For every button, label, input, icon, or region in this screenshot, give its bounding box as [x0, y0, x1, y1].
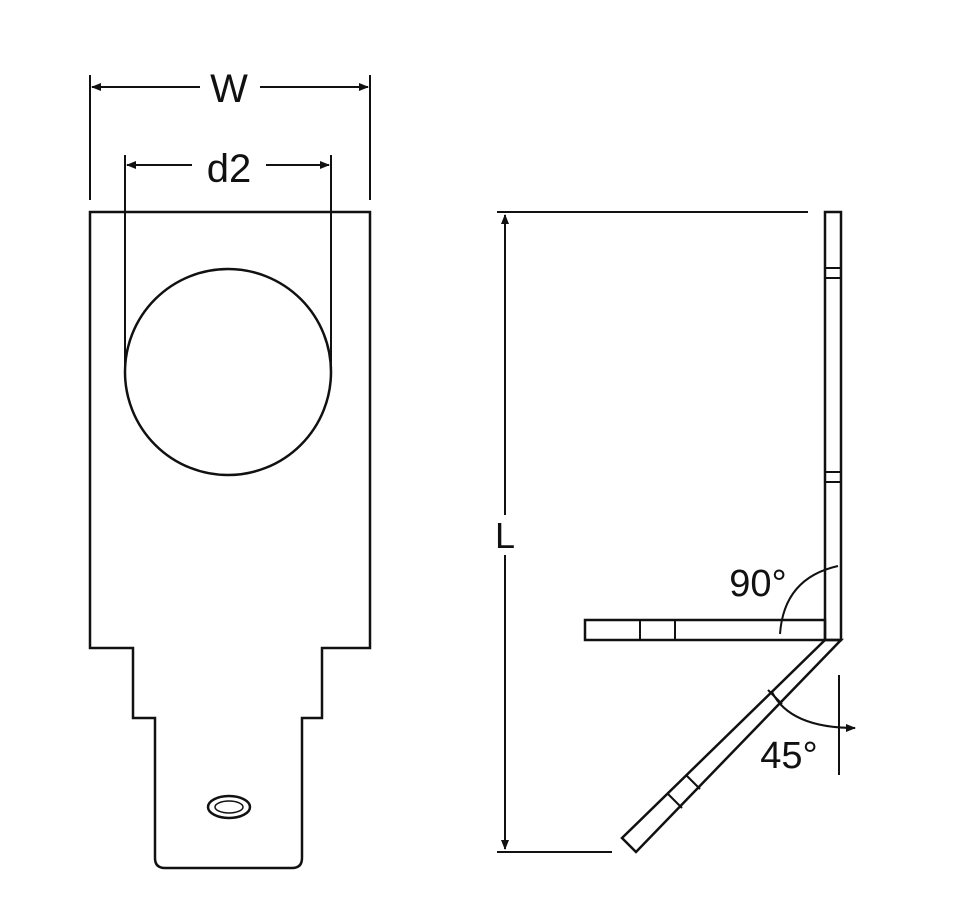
length-dimension: [497, 211, 808, 853]
right-angle-label: 90°: [729, 563, 786, 605]
front-view-outline: [88, 210, 372, 870]
right-angle-arc: [779, 565, 839, 635]
bend-angle-dimension: [771, 675, 856, 775]
tab-hole: [206, 794, 252, 820]
side-horizontal-strip: [583, 618, 827, 642]
side-view: [497, 210, 856, 854]
tab-hole-inner: [214, 800, 244, 814]
side-vertical-strip: [823, 210, 843, 642]
length-label: L: [495, 515, 515, 556]
ring-hole: [123, 267, 333, 477]
side-bent-strip: [620, 638, 844, 854]
width-dimension: [89, 75, 371, 200]
front-view: [88, 75, 372, 870]
width-label: W: [210, 67, 248, 111]
hole-diameter-dimension: [124, 155, 332, 372]
hole-diameter-label: d2: [207, 147, 252, 191]
bend-angle-label: 45°: [760, 735, 817, 777]
